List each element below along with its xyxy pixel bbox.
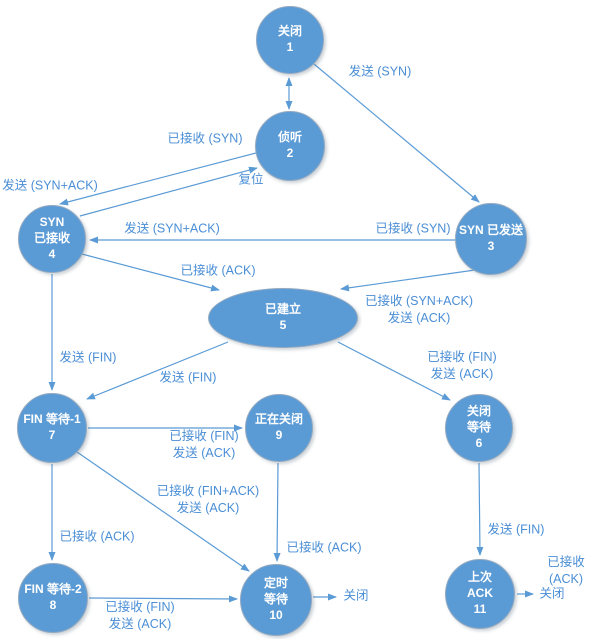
edge-label-close-after-lastack: 关闭 xyxy=(539,586,565,601)
edge-label-received-ack-center: 已接收 (ACK) xyxy=(286,540,362,555)
state-node-label: FIN 等待-1 7 xyxy=(23,412,81,442)
edge-label-received-fin-right: 已接收 (FIN) 发送 (ACK) xyxy=(427,350,497,381)
edge-label-reset: 复位 xyxy=(238,172,264,187)
state-node-label: SYN 已发送 3 xyxy=(458,223,523,253)
edge-established-to-finwait1 xyxy=(86,341,229,400)
edge-label-close-after-timewait: 关闭 xyxy=(343,588,369,603)
state-node-fin-wait-2: FIN 等待-2 8 xyxy=(18,563,88,633)
edge-finwait1-to-timewait xyxy=(76,451,250,572)
state-node-last-ack: 上次 ACK 11 xyxy=(445,559,515,629)
state-node-label: 侦听 2 xyxy=(277,130,302,160)
edge-label-send-synack-mid: 发送 (SYN+ACK) xyxy=(124,221,220,236)
state-node-closing: 正在关闭 9 xyxy=(245,394,313,462)
edge-listen-to-synreceived xyxy=(59,152,257,206)
edge-label-received-ack-mid: 已接收 (ACK) xyxy=(180,263,256,278)
state-node-label: 上次 ACK 11 xyxy=(467,570,493,616)
edge-closed-to-synsent xyxy=(313,63,480,203)
state-node-label: 关闭 等待 6 xyxy=(466,404,491,450)
edge-finwait2-to-timewait xyxy=(88,595,238,603)
state-node-established: 已建立 5 xyxy=(208,288,358,348)
edge-label-send-fin-left: 发送 (FIN) xyxy=(59,350,117,365)
edge-closewait-to-lastack xyxy=(476,462,484,556)
state-node-label: 关闭 1 xyxy=(277,24,302,54)
edge-label-received-syn-top: 已接收 (SYN) xyxy=(167,131,243,146)
edge-synreceived-to-listen-reset xyxy=(79,166,258,217)
edge-label-received-synack: 已接收 (SYN+ACK) 发送 (ACK) xyxy=(364,294,474,325)
edge-established-to-closewait xyxy=(337,341,451,401)
state-node-syn-sent: SYN 已发送 3 xyxy=(455,203,527,275)
edge-label-received-fin-mid: 已接收 (FIN) 发送 (ACK) xyxy=(169,429,239,460)
state-node-label: 正在关闭 9 xyxy=(254,412,303,442)
state-node-label: SYN 已接收 4 xyxy=(33,215,70,261)
state-node-fin-wait-1: FIN 等待-1 7 xyxy=(17,393,87,463)
state-node-label: FIN 等待-2 8 xyxy=(24,582,82,612)
state-node-label: 已建立 5 xyxy=(264,302,301,332)
edge-label-received-syn-right: 已接收 (SYN) xyxy=(375,221,451,236)
edge-label-received-finack: 已接收 (FIN+ACK) 发送 (ACK) xyxy=(156,484,260,515)
edge-label-send-synack-left: 发送 (SYN+ACK) xyxy=(2,178,98,193)
state-node-time-wait: 定时 等待 10 xyxy=(240,564,312,636)
state-node-close-wait: 关闭 等待 6 xyxy=(445,394,513,462)
state-node-label: 定时 等待 10 xyxy=(263,576,288,622)
state-node-closed: 关闭 1 xyxy=(256,6,324,74)
edge-label-send-fin-right: 发送 (FIN) xyxy=(487,522,545,537)
edge-label-send-syn: 发送 (SYN) xyxy=(348,64,412,79)
state-node-syn-received: SYN 已接收 4 xyxy=(18,205,86,273)
edge-label-received-ack-left: 已接收 (ACK) xyxy=(59,529,135,544)
edge-closing-to-timewait xyxy=(273,462,281,562)
edge-label-received-fin-bottom: 已接收 (FIN) 发送 (ACK) xyxy=(105,600,175,631)
edge-synreceived-to-established xyxy=(81,253,220,292)
edge-synsent-to-established xyxy=(340,269,476,292)
state-node-listen: 侦听 2 xyxy=(255,111,325,181)
edge-label-send-fin-mid: 发送 (FIN) xyxy=(159,370,217,385)
edge-label-received-ack-right: 已接收 (ACK) xyxy=(547,555,585,586)
